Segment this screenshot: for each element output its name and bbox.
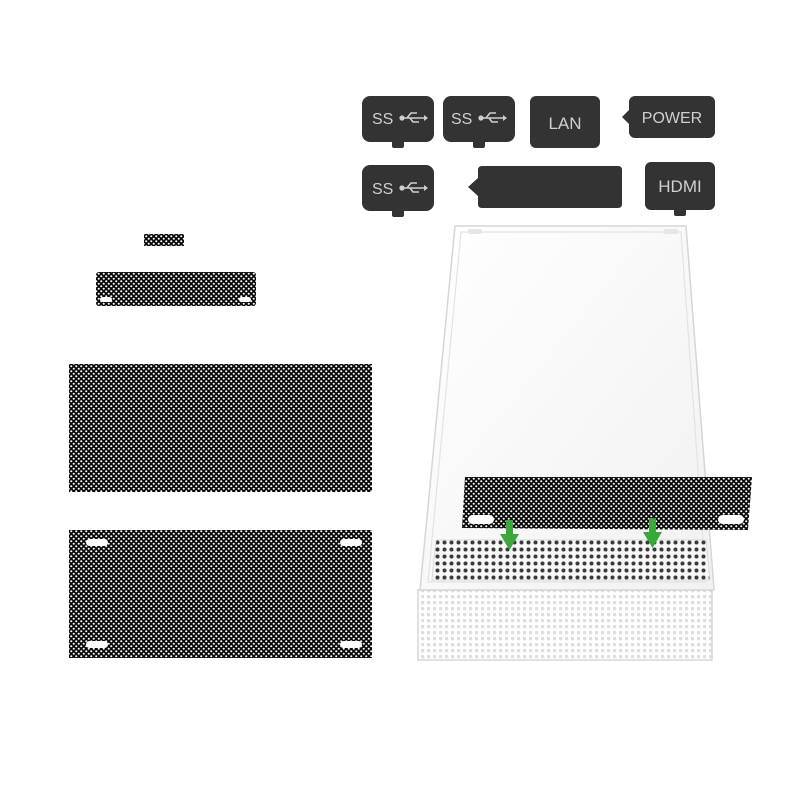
mesh-filter-large-mounted: [69, 530, 372, 658]
usb-icon: [478, 112, 507, 123]
dust-plug-hdmi-label: HDMI: [658, 177, 701, 196]
dust-plug-lan-label: LAN: [548, 114, 581, 133]
console-body: [417, 225, 715, 661]
dust-plug-ss-2-label: SS: [451, 111, 472, 128]
dust-plug-blank: [468, 166, 622, 208]
dust-plug-ss-3: SS: [362, 165, 434, 217]
mesh-filter-large: [69, 364, 372, 492]
dust-plug-hdmi: HDMI: [645, 162, 715, 216]
dust-plug-ss-1: SS: [362, 96, 434, 148]
dust-plug-ss-3-label: SS: [372, 181, 393, 198]
mount-slot: [239, 297, 251, 302]
dust-plug-power-label: POWER: [642, 110, 702, 127]
dust-plug-lan: LAN: [530, 96, 600, 148]
dust-plug-ss-2: SS: [443, 96, 515, 148]
mount-slot: [86, 539, 108, 546]
mount-slot: [340, 539, 362, 546]
down-arrow-icon: [500, 520, 519, 550]
dust-plug-ss-1-label: SS: [372, 111, 393, 128]
usb-icon: [399, 112, 428, 123]
mount-slot: [340, 641, 362, 648]
mount-slot: [86, 641, 108, 648]
mesh-filter-tiny: [144, 234, 184, 246]
mount-slot: [468, 515, 494, 524]
down-arrow-icon: [643, 518, 662, 548]
mesh-filter-strip: [96, 272, 256, 306]
mount-slot: [100, 297, 112, 302]
mesh-filter-installed: [462, 477, 752, 530]
mount-slot: [718, 515, 744, 524]
dust-plug-power: POWER: [622, 96, 715, 138]
usb-icon: [399, 182, 428, 193]
console-top-vent: [431, 539, 711, 581]
